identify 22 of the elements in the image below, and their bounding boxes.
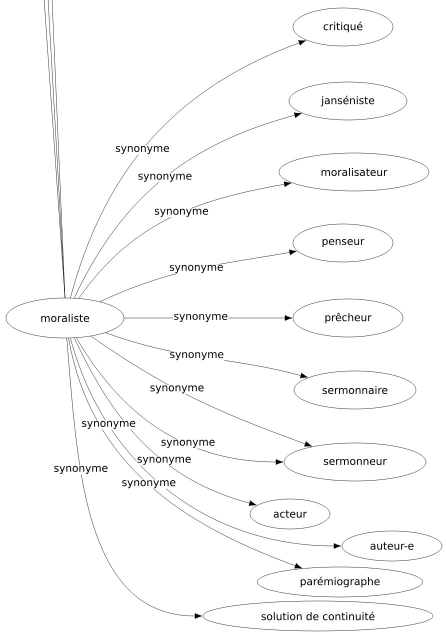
edge-label: synonyme [53,465,109,474]
edge-label: synonyme [114,146,170,155]
arrow [78,181,292,299]
arrow [66,338,202,619]
edge-label: synonyme [160,439,216,448]
arrow [70,338,342,549]
arrow [74,338,257,506]
edge-label: synonyme [169,352,224,361]
edge-label: synonyme [136,456,192,466]
arrow [70,40,306,298]
arrow [74,112,302,298]
edge-label: synonyme [137,173,193,182]
arrow [68,338,302,568]
edge-label: synonyme [149,384,205,394]
edge-label: synonyme [80,420,136,430]
arrow [76,338,284,465]
connector-line [52,0,66,298]
edge-label: synonyme [168,264,224,274]
arrow [90,336,312,447]
edge-label: synonyme [173,313,228,323]
edge-label: synonyme [121,480,176,489]
edge-label: synonyme [154,208,210,218]
